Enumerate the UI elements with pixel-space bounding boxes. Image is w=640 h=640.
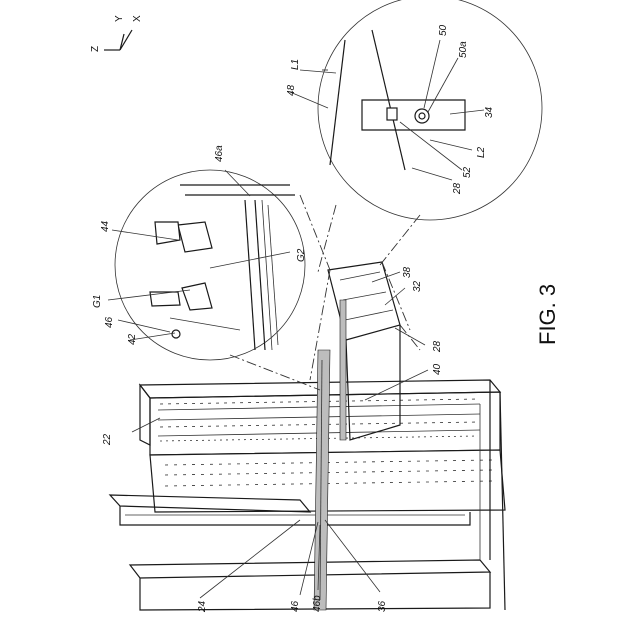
leader-lines [108, 40, 484, 598]
label-46a: 46a [214, 145, 225, 162]
label-48: 48 [286, 84, 297, 96]
label-L2: L2 [476, 146, 487, 158]
label-46-bottom: 46 [290, 600, 301, 612]
label-L1: L1 [290, 59, 301, 70]
axis-z-label: Z [90, 46, 101, 52]
label-28-upper: 28 [452, 182, 463, 195]
label-34: 34 [484, 106, 495, 118]
cabinet-frame [110, 350, 505, 610]
label-36: 36 [377, 600, 388, 612]
label-G1: G1 [92, 295, 103, 308]
detail-circle-upper [318, 0, 542, 272]
label-52: 52 [462, 166, 473, 178]
label-50a: 50a [458, 41, 469, 58]
label-28-lower: 28 [432, 340, 443, 353]
label-50: 50 [438, 24, 449, 36]
label-46b: 46b [312, 595, 323, 612]
label-G2: G2 [296, 248, 307, 262]
label-24: 24 [197, 600, 208, 613]
figure-caption: FIG. 3 [535, 284, 560, 345]
label-38: 38 [402, 266, 413, 278]
label-22: 22 [102, 433, 113, 446]
axis-x-label: X [132, 15, 143, 22]
detail-circle-lower [115, 170, 330, 390]
label-42: 42 [127, 333, 138, 345]
label-44: 44 [100, 220, 111, 232]
label-46-left: 46 [104, 316, 115, 328]
axis-y-label: Y [114, 15, 125, 22]
label-40: 40 [432, 363, 443, 375]
axes-indicator: X Y Z [90, 15, 143, 52]
label-32: 32 [412, 280, 423, 292]
